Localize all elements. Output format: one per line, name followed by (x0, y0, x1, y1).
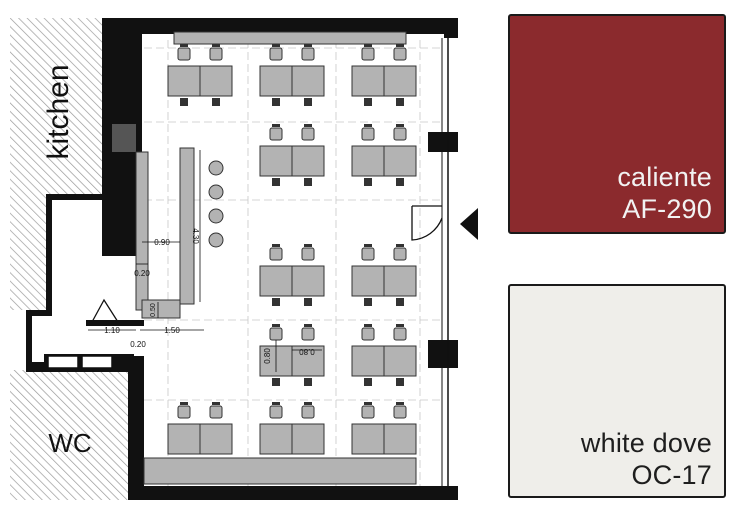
chair (393, 44, 407, 61)
color-swatch-white-dove: white dove OC-17 (508, 284, 726, 498)
color-swatch-caliente: caliente AF-290 (508, 14, 726, 234)
table (291, 345, 325, 377)
chair (361, 124, 375, 141)
dim-bar-gap: 0.90 (154, 238, 170, 247)
table-group (351, 324, 417, 386)
table-group (167, 402, 233, 455)
table (199, 423, 233, 455)
chair (301, 244, 315, 261)
chair (177, 402, 191, 419)
table (351, 145, 385, 177)
table-group (351, 244, 417, 306)
table (291, 65, 325, 97)
back-counter (135, 151, 149, 311)
dining-tables (167, 44, 417, 455)
table (199, 65, 233, 97)
bottom-bench (143, 457, 417, 485)
dim-door-width: 1.10 (104, 326, 120, 335)
table (167, 423, 201, 455)
table (291, 423, 325, 455)
chair (301, 124, 315, 141)
table (383, 145, 417, 177)
kitchen-label: kitchen (42, 64, 75, 159)
chair (269, 244, 283, 261)
table-group (259, 244, 325, 306)
dim-stool-offset: 0.50 (150, 303, 157, 317)
table (351, 265, 385, 297)
chair (301, 324, 315, 341)
chair (393, 402, 407, 419)
chair (393, 124, 407, 141)
table-group (351, 124, 417, 186)
bar-end (141, 299, 181, 319)
bar-stools (208, 160, 224, 248)
hatched-wall-area-lower (10, 200, 50, 310)
chair (361, 324, 375, 341)
chair (361, 244, 375, 261)
table-group (259, 402, 325, 455)
chair (393, 244, 407, 261)
table (259, 265, 293, 297)
table (351, 423, 385, 455)
swatch-name: caliente (617, 162, 712, 192)
dim-small-gap: 0.20 (134, 269, 150, 278)
chair (301, 44, 315, 61)
table (383, 345, 417, 377)
dim-passage-width: 1.50 (164, 326, 180, 335)
wc-label: WC (48, 428, 91, 458)
dim-table-width: 0.80 (263, 348, 272, 364)
chair (209, 44, 223, 61)
swatch-code: AF-290 (622, 194, 712, 224)
top-bench (173, 31, 407, 45)
chair (269, 44, 283, 61)
hatched-wall-area (10, 18, 102, 200)
table (383, 265, 417, 297)
chair (393, 324, 407, 341)
swatch-name: white dove (580, 428, 712, 458)
swatch-code: OC-17 (631, 460, 712, 490)
dimension-lines (88, 150, 322, 372)
table (291, 145, 325, 177)
wc-fixtures (47, 355, 113, 369)
grid-lines (144, 40, 440, 486)
hatched-wall-area-wc (10, 370, 128, 500)
bar-counter (179, 147, 195, 305)
table (167, 65, 201, 97)
chair (361, 44, 375, 61)
table (259, 65, 293, 97)
chair (269, 124, 283, 141)
bar-stool (208, 184, 224, 200)
table-group (259, 124, 325, 186)
table-group (259, 44, 325, 106)
table (259, 423, 293, 455)
table (351, 65, 385, 97)
table-group (351, 402, 417, 455)
table (259, 145, 293, 177)
bar-stool (208, 232, 224, 248)
chair (269, 324, 283, 341)
entrance-arrow-icon (460, 208, 478, 240)
bar-stool (208, 160, 224, 176)
floor-plan: kitchen WC 0.90 4.30 0.20 1.10 1.50 0.20… (10, 18, 478, 500)
dim-bar-length: 4.30 (191, 228, 200, 244)
chair (209, 402, 223, 419)
chair (177, 44, 191, 61)
bar-stool (208, 208, 224, 224)
table (383, 423, 417, 455)
chair (301, 402, 315, 419)
table (351, 345, 385, 377)
dim-table-depth: 0.80 (299, 347, 315, 356)
table (291, 265, 325, 297)
chair (269, 402, 283, 419)
table-group (351, 44, 417, 106)
table-group (167, 44, 233, 106)
table (383, 65, 417, 97)
dim-lower-gap: 0.20 (130, 340, 146, 349)
door-swing (91, 205, 443, 323)
chair (361, 402, 375, 419)
